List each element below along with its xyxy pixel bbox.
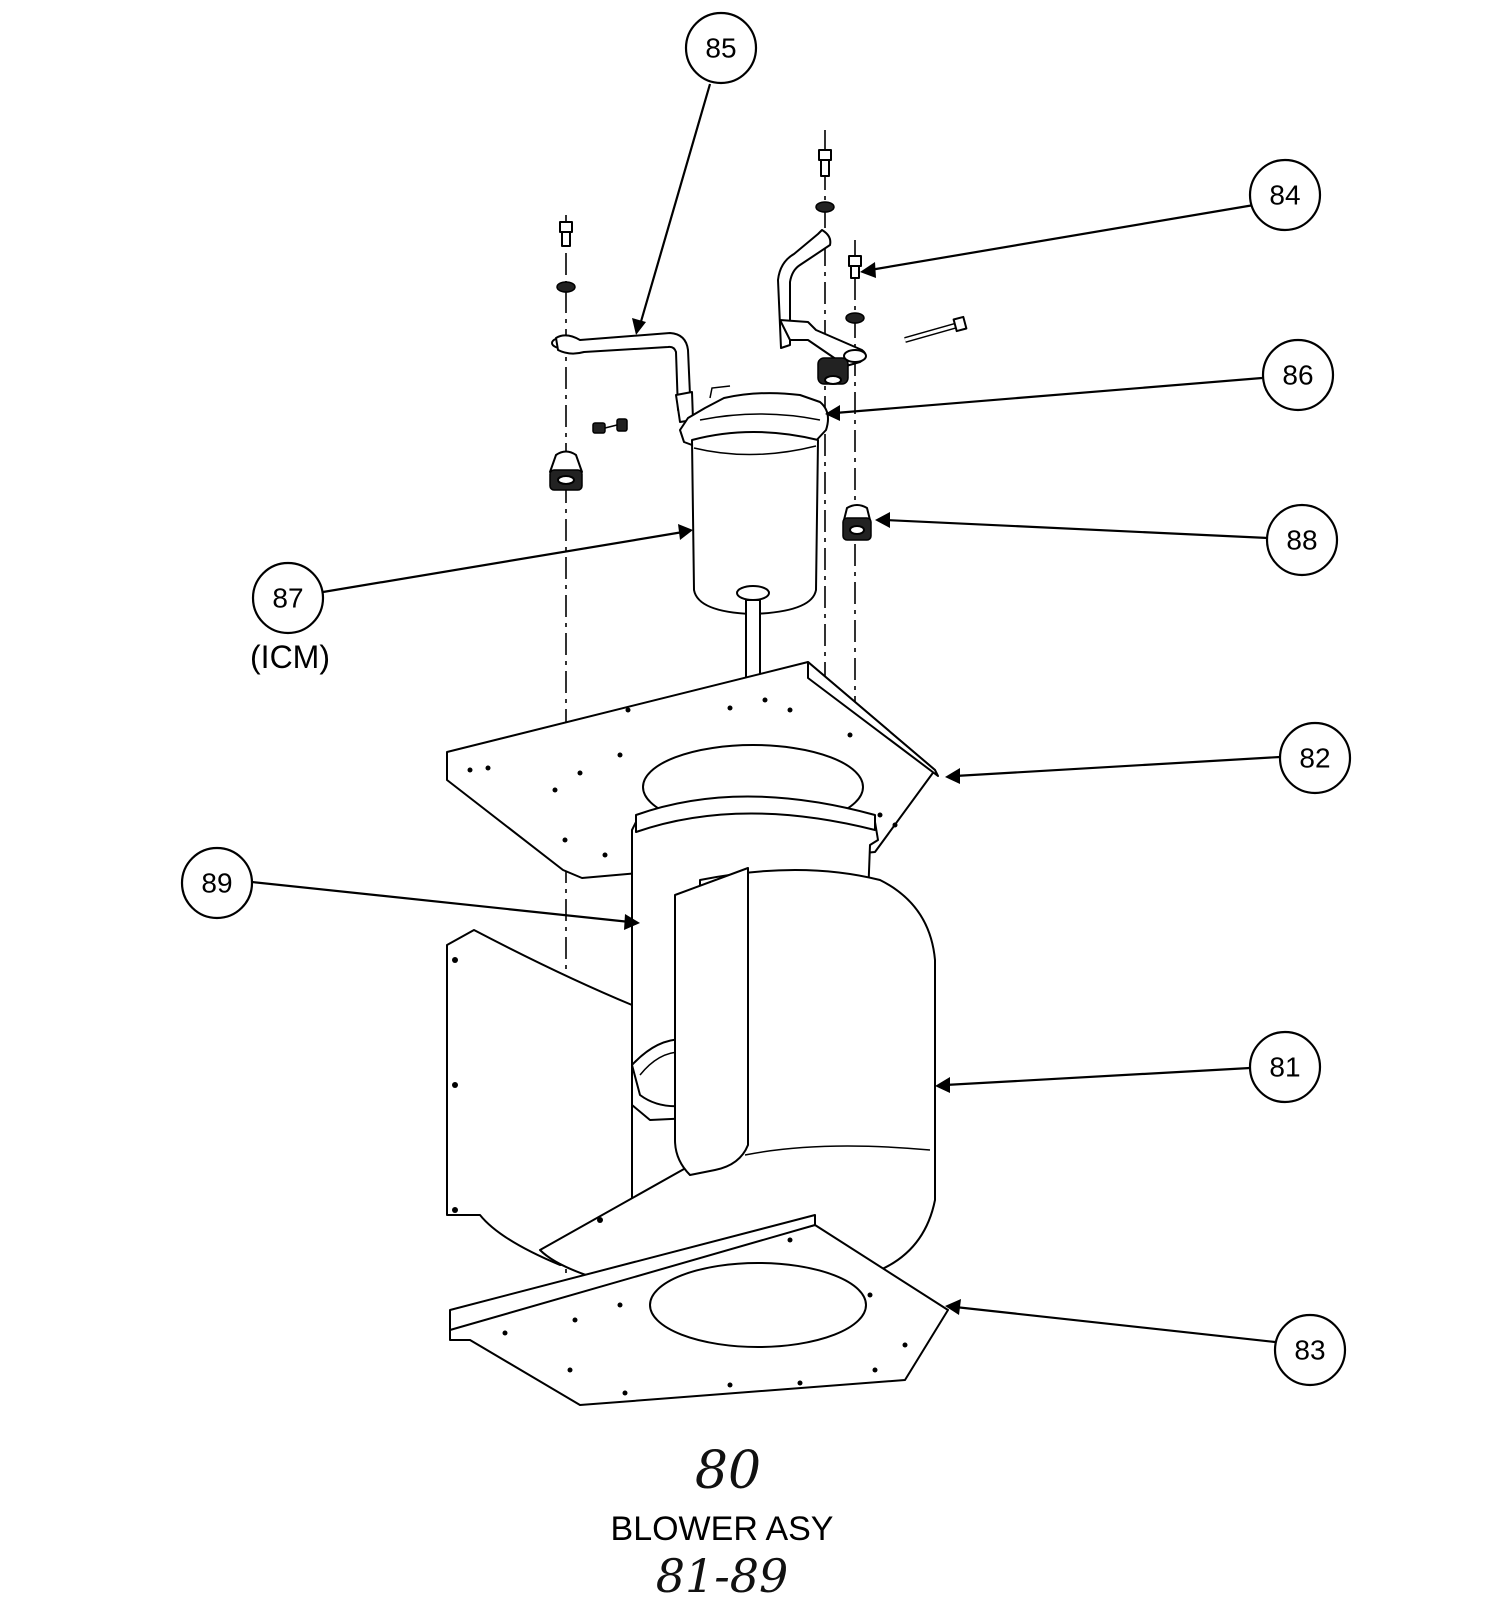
left-fastener-stack bbox=[549, 221, 628, 491]
grommet-left-hole bbox=[557, 475, 575, 485]
leader-88 bbox=[884, 518, 1269, 540]
callout-number: 89 bbox=[201, 868, 232, 899]
bolt-shank-84 bbox=[850, 265, 860, 279]
callout-82: 82 bbox=[1278, 721, 1352, 795]
shaft-hub bbox=[736, 585, 770, 601]
grommet-left-top bbox=[549, 450, 583, 473]
callout-number: 84 bbox=[1269, 180, 1300, 211]
lower-plate-opening bbox=[649, 1262, 867, 1348]
callout-84: 84 bbox=[1248, 158, 1322, 232]
long-bolt bbox=[904, 315, 968, 343]
callout-number: 87 bbox=[272, 583, 303, 614]
motor-shaft bbox=[745, 599, 761, 681]
leader-81 bbox=[944, 1066, 1251, 1087]
callout-85: 85 bbox=[684, 11, 758, 85]
bracket-84 bbox=[777, 229, 867, 385]
nut-small bbox=[592, 418, 628, 434]
leader-87 bbox=[322, 530, 684, 594]
housing-holes bbox=[452, 957, 603, 1223]
callout-86: 86 bbox=[1261, 338, 1335, 412]
callout-87: 87 bbox=[251, 561, 325, 635]
grommet-right-hole bbox=[849, 525, 865, 535]
callout-88: 88 bbox=[1265, 503, 1339, 577]
callout-89: 89 bbox=[180, 846, 254, 920]
washer-84 bbox=[845, 312, 865, 324]
lower-plate-83 bbox=[449, 1214, 949, 1406]
right-fastener-stack bbox=[815, 149, 968, 541]
callout-number: 88 bbox=[1286, 525, 1317, 556]
callout-81: 81 bbox=[1248, 1030, 1322, 1104]
bolt-shank-right bbox=[820, 159, 830, 177]
leader-83 bbox=[954, 1305, 1276, 1344]
callout-number: 86 bbox=[1282, 360, 1313, 391]
leader-85 bbox=[638, 83, 712, 326]
bolt-head-84 bbox=[848, 255, 862, 267]
leader-89 bbox=[251, 880, 631, 924]
leader-82 bbox=[954, 755, 1281, 778]
assembly-number: 80 bbox=[695, 1441, 761, 1501]
bolt-head-right bbox=[818, 149, 832, 161]
motor-87 bbox=[691, 431, 819, 681]
bolt-head-left bbox=[559, 221, 573, 233]
callout-number: 81 bbox=[1269, 1052, 1300, 1083]
washer-right bbox=[815, 201, 835, 213]
callout-number: 82 bbox=[1299, 743, 1330, 774]
leader-84 bbox=[869, 203, 1255, 272]
part-range: 81-89 bbox=[656, 1549, 789, 1603]
bracket-85 bbox=[555, 332, 694, 423]
lower-plate-holes bbox=[502, 1237, 908, 1396]
assembly-title: BLOWER ASY bbox=[611, 1510, 834, 1548]
leader-lines bbox=[251, 83, 1281, 1344]
callout-number: 85 bbox=[705, 33, 736, 64]
bolt-shank-left bbox=[561, 231, 571, 247]
blower-housing-81 bbox=[446, 867, 936, 1286]
upper-plate-holes bbox=[467, 697, 898, 858]
callout-83: 83 bbox=[1273, 1313, 1347, 1387]
leader-86 bbox=[834, 376, 1263, 415]
callout-number: 83 bbox=[1294, 1335, 1325, 1366]
icm-label: (ICM) bbox=[250, 639, 330, 675]
washer-left bbox=[556, 281, 576, 293]
